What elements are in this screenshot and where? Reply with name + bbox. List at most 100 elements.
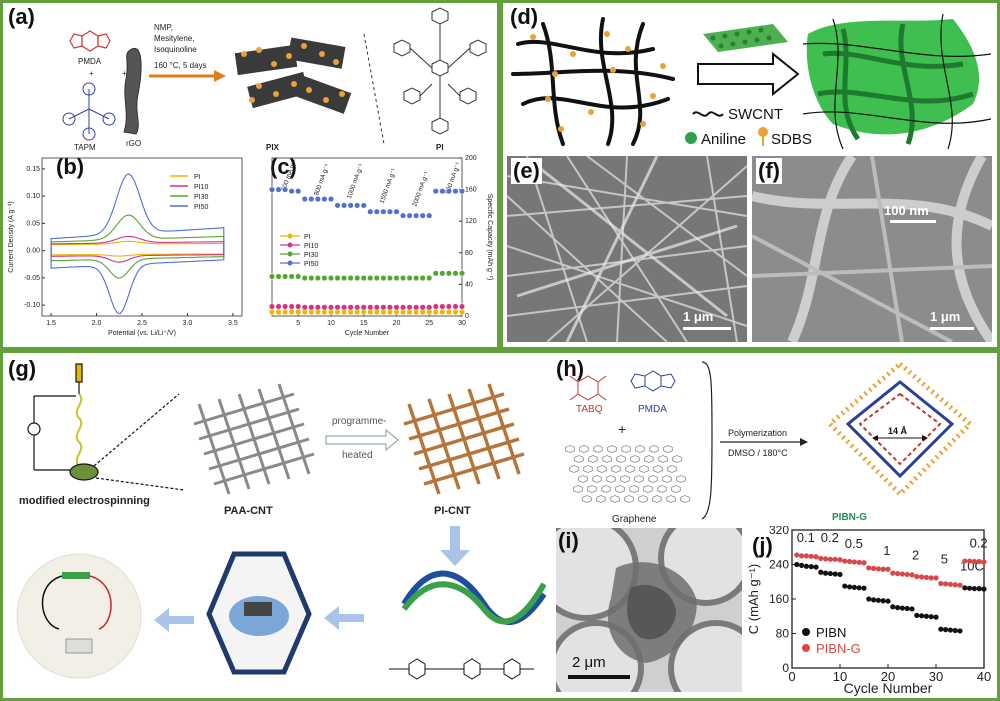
point-c-pi30 <box>334 275 341 282</box>
arrow-label-top: programme- <box>332 416 386 427</box>
graphene-sheet <box>565 445 690 503</box>
x-tick-label-c: 30 <box>458 320 466 327</box>
graphene-label: Graphene <box>612 514 657 525</box>
point-c-pi <box>288 309 295 316</box>
point-c-pi30 <box>458 270 466 277</box>
point-j-pibn-g <box>914 573 920 580</box>
panel-e-scale-text: 1 μm <box>683 309 714 324</box>
x-tick-label-c: 20 <box>393 320 401 327</box>
point-c-pi10 <box>360 304 367 311</box>
graphene-cell <box>574 455 584 463</box>
y-tick-label-b: -0.05 <box>24 275 40 282</box>
point-c-pi30 <box>321 275 328 282</box>
point-j-pibn <box>861 585 867 591</box>
point-c-pi10 <box>426 304 433 311</box>
panel-f-label: (f) <box>756 158 782 184</box>
point-j-pibn-g <box>808 553 814 559</box>
point-c-pi10 <box>439 303 446 310</box>
point-c-pi30 <box>341 275 348 282</box>
point-c-pi10 <box>334 304 341 311</box>
point-c-pi30 <box>452 270 459 277</box>
point-c-pi50 <box>452 188 459 195</box>
graphene-cell <box>680 495 690 503</box>
legend-text-c-pi: PI <box>304 234 311 241</box>
graphene-cell <box>653 465 663 473</box>
point-c-pi50 <box>341 202 348 209</box>
point-j-pibn-g <box>851 559 857 565</box>
point-c-pi30 <box>419 275 426 282</box>
point-j-pibn <box>794 561 800 568</box>
point-j-pibn-g <box>981 559 987 565</box>
point-j-pibn <box>866 596 872 602</box>
point-j-pibn-g <box>967 558 973 564</box>
point-c-pi10 <box>445 303 452 310</box>
graphene-cell <box>639 465 649 473</box>
point-c-pi30 <box>282 273 289 280</box>
point-c-pi10 <box>354 304 361 311</box>
point-c-pi30 <box>275 273 282 280</box>
cv-curve-pi30 <box>50 214 225 279</box>
panel-g-scheme: modified electrospinning PAA-CNT program… <box>16 363 546 680</box>
point-j-pibn <box>962 585 968 591</box>
rate-label-c-0: 500 mA g⁻¹ <box>280 158 298 192</box>
rate-label-j-0: 0.1 <box>797 530 815 545</box>
graphene-cell <box>657 485 667 493</box>
point-j-pibn <box>837 571 843 578</box>
panel-e-sem-image: (e) 1 μm <box>507 156 747 342</box>
point-c-pi10 <box>321 304 328 311</box>
point-c-pi50 <box>439 188 446 195</box>
electrospinning-setup <box>27 363 185 491</box>
point-j-pibn-g <box>947 581 953 587</box>
point-j-pibn <box>899 605 905 611</box>
point-j-pibn <box>976 586 982 592</box>
point-c-pi50 <box>367 208 374 215</box>
y-axis-label-c: Specific Capacity (mAh g⁻¹) <box>486 194 493 281</box>
point-c-pi <box>458 309 466 316</box>
legend-aniline: Aniline <box>701 131 746 148</box>
point-c-pi50 <box>458 188 466 195</box>
y-tick-label-j: 0 <box>782 661 789 675</box>
point-j-pibn <box>895 605 901 611</box>
x-tick-label-b: 3.5 <box>228 320 238 327</box>
condition-1: Polymerization <box>728 428 787 438</box>
x-tick-label-j: 0 <box>788 669 795 684</box>
point-j-pibn-g <box>895 570 901 577</box>
graphene-cell <box>611 465 621 473</box>
point-c-pi10 <box>386 304 393 311</box>
legend-sdbs: SDBS <box>771 131 812 148</box>
point-c-pi10 <box>314 304 321 311</box>
x-axis-label-c: Cycle Number <box>345 330 390 337</box>
point-j-pibn <box>904 605 910 612</box>
point-c-pi50 <box>282 186 289 193</box>
point-c-pi30 <box>295 273 302 280</box>
graphene-cell <box>587 485 597 493</box>
point-c-pi <box>282 309 289 316</box>
point-j-pibn-g <box>971 558 977 565</box>
graphene-cell <box>597 465 607 473</box>
graphene-cell <box>625 465 635 473</box>
point-j-pibn <box>832 571 838 577</box>
legend-text-b-pi: PI <box>194 174 201 181</box>
graphene-cell <box>610 495 620 503</box>
point-c-pi30 <box>439 270 446 277</box>
panel-i-scale-text: 2 μm <box>572 654 606 671</box>
y-tick-label-c: 200 <box>465 155 477 162</box>
pore-size: 14 Å <box>888 426 908 436</box>
point-c-pi30 <box>288 273 295 280</box>
y-tick-label-c: 80 <box>465 250 473 257</box>
aniline-sheet <box>703 24 788 52</box>
x-tick-label-b: 3.0 <box>183 320 193 327</box>
graphene-cell <box>602 455 612 463</box>
pmda-h-molecule <box>630 370 676 392</box>
rate-label-c-3: 1500 mA g⁻¹ <box>379 167 398 205</box>
x-tick-label-b: 2.0 <box>92 320 102 327</box>
point-c-pi50 <box>308 196 315 203</box>
pmda-label: PMDA <box>78 57 102 66</box>
panel-h-scheme: TABQ PMDA + Graphene Polymerization DMSO… <box>565 360 974 525</box>
point-c-pi50 <box>413 212 420 219</box>
legend-text-c-pi30: PI30 <box>304 252 319 259</box>
y-tick-label-c: 40 <box>465 281 473 288</box>
point-c-pi50 <box>327 196 335 203</box>
point-c-pi50 <box>354 202 361 209</box>
